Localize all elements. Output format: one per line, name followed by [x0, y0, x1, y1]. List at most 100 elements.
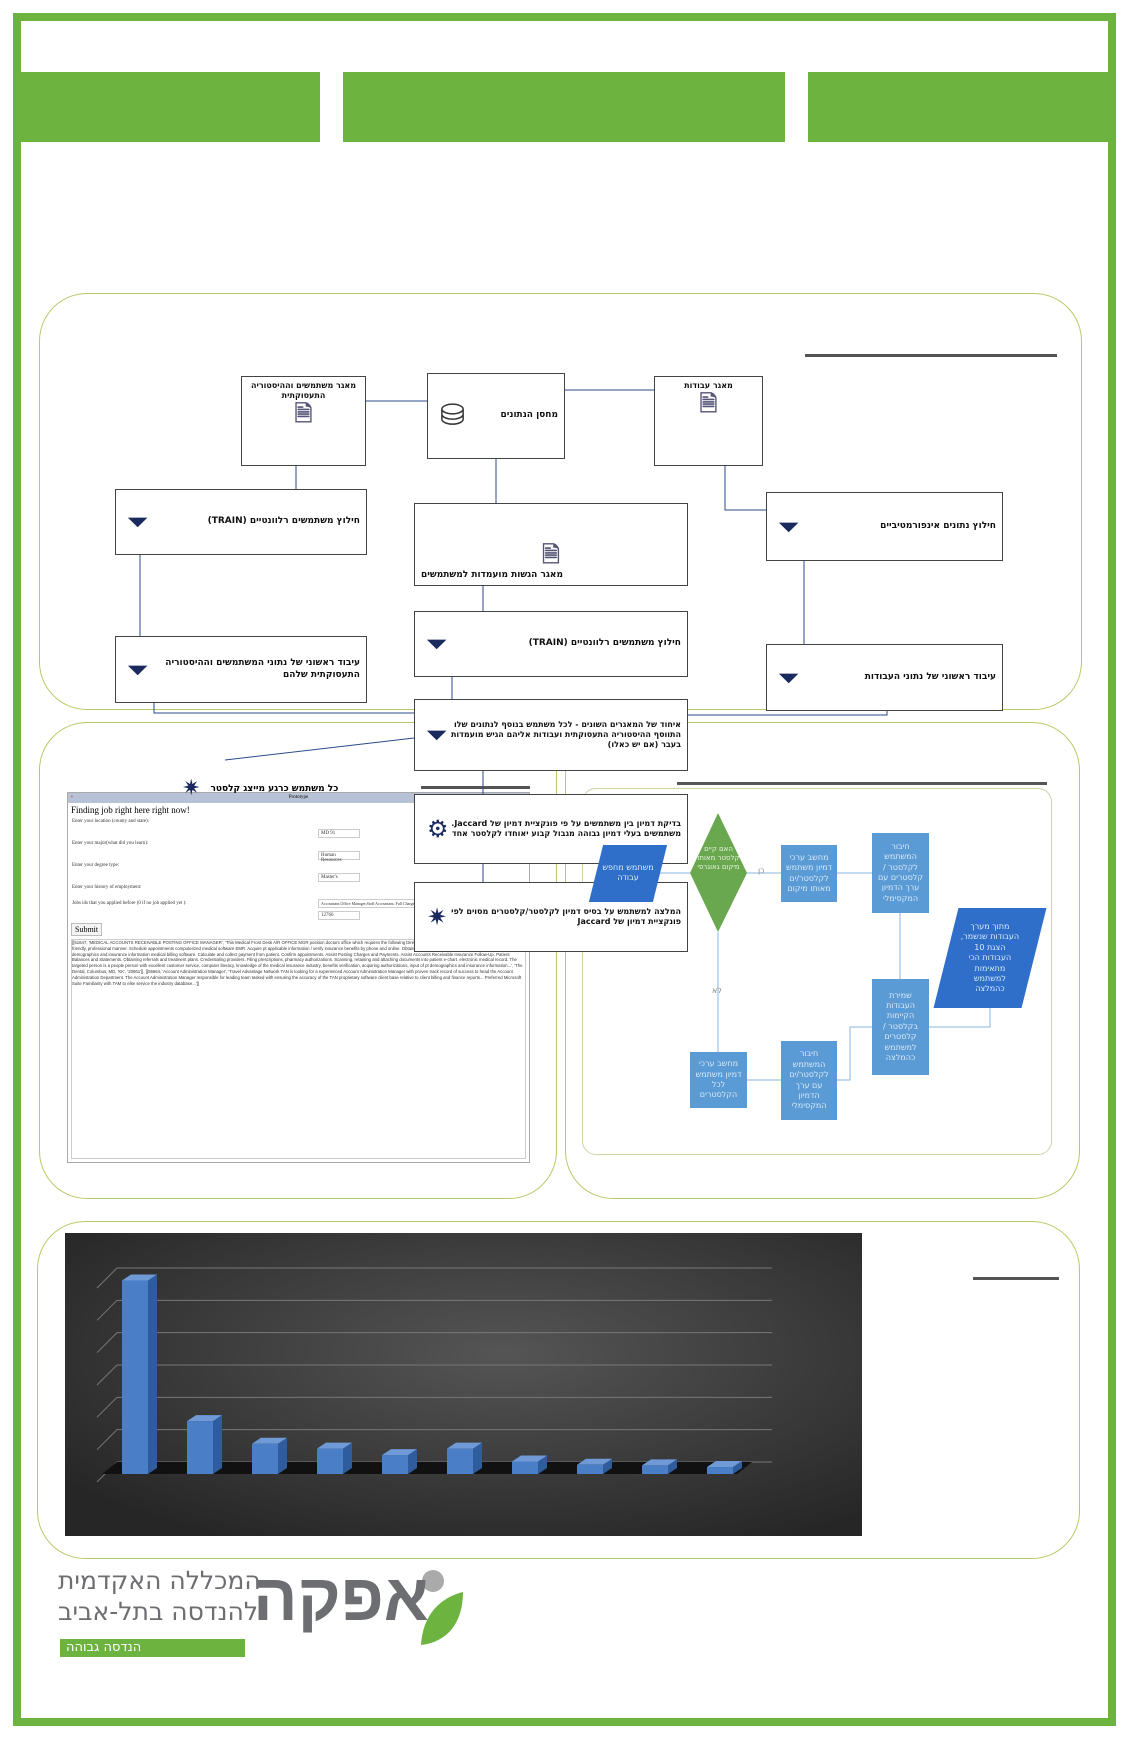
- leaf-logo-icon: [421, 1570, 463, 1645]
- logo-line2: להנדסה בתל-אביב: [58, 1597, 259, 1626]
- bar-top: [577, 1458, 612, 1465]
- bar-5: [382, 1455, 408, 1474]
- submit-button[interactable]: Submit: [71, 923, 103, 936]
- submissions-repo-box: 🗎מאגר הגשות מועמדות למשתמשים: [414, 503, 688, 586]
- data-warehouse-label: מחסן הנתונים: [500, 410, 558, 421]
- results-textarea[interactable]: [[51647, 'MEDICAL ACCOUNTS RECEIVABLE PO…: [71, 939, 526, 1159]
- funnel-icon: ⏷: [427, 630, 447, 658]
- bar-2: [187, 1421, 213, 1474]
- jobs-repo-box: מאגר עבודות 🗎: [654, 376, 763, 466]
- cluster-note-label: כל משתמש כרגע מייצג קלסטר: [210, 783, 339, 794]
- gridline: [96, 1429, 772, 1451]
- extract-info-box: חילוץ נתונים אינפורמטיביים⏷: [766, 492, 1003, 561]
- bar-side: [408, 1449, 417, 1474]
- no-label: לא: [712, 986, 722, 995]
- gridline: [96, 1299, 772, 1321]
- user-search-label: משתמש מחפש עבודה: [602, 863, 654, 883]
- funnel-icon: ⏷: [128, 655, 148, 684]
- decision-label: האם קיים קלסטר מאותו מיקום גאוגרפי: [697, 845, 740, 872]
- bar-top: [707, 1461, 742, 1468]
- funnel-icon: ⏷: [128, 508, 148, 536]
- location-input[interactable]: MD 91: [318, 829, 360, 838]
- header-bar-right: [808, 72, 1109, 142]
- app-icon: ▪: [71, 795, 73, 800]
- yes-label: כן: [758, 866, 765, 875]
- major-input[interactable]: Human Resources: [318, 851, 360, 863]
- magic-wand-icon: ✷: [182, 776, 201, 801]
- job-ids-input[interactable]: 12766: [318, 911, 360, 920]
- bar-9: [642, 1465, 668, 1474]
- header-bar-left: [20, 72, 320, 142]
- database-icon: ⛁: [440, 398, 466, 434]
- cluster-note: ✷ כל משתמש כרגע מייצג קלסטר: [182, 776, 397, 801]
- preprocess-jobs-box: עיבוד ראשוני של נתוני העבודות ⏷: [766, 644, 1003, 711]
- degree-label: Enter your degree type:: [72, 863, 120, 868]
- attach-cluster-all-box: חיבור המשתמש לקלסטר/ים עם ערך הדמיון המק…: [781, 1041, 837, 1120]
- funnel-icon: ⏷: [427, 721, 447, 749]
- bar-chart: [65, 1233, 862, 1536]
- bar-side: [538, 1455, 547, 1474]
- job-ids-label: Jobs ids that you applied before (0 if n…: [72, 901, 187, 906]
- degree-input[interactable]: Master's: [318, 873, 360, 882]
- output-label: מתוך מערך העבודות שנשמר, הצגת 10 העבודות…: [960, 921, 1020, 993]
- gridline: [96, 1267, 772, 1289]
- bar-side: [733, 1461, 742, 1474]
- bar-top: [512, 1455, 547, 1462]
- bar-top: [252, 1437, 287, 1444]
- users-repo-label: מאגר משתמשים וההיסטוריה התעסוקתית: [250, 381, 357, 400]
- documents-icon: 🗎: [542, 543, 560, 569]
- bar-1: [122, 1280, 148, 1474]
- preprocess-users-box: עיבוד ראשוני של נתוני המשתמשים וההיסטורי…: [115, 636, 367, 703]
- bar-top: [447, 1442, 482, 1449]
- magic-wand-icon: ✷: [427, 903, 448, 931]
- bar-top: [382, 1449, 417, 1456]
- bar-3: [252, 1443, 278, 1474]
- bar-side: [343, 1442, 352, 1474]
- logo-tag: הנדסה גבוהה: [60, 1639, 245, 1657]
- jobs-repo-label: מאגר עבודות: [684, 381, 733, 390]
- bar-top: [122, 1274, 157, 1281]
- data-warehouse-box: מחסן הנתונים ⛁: [427, 373, 565, 459]
- funnel-icon: ⏷: [779, 663, 799, 692]
- filter-users-train-box: חילוץ משתמשים רלוונטיים (TRAIN) ⏷: [115, 489, 367, 555]
- merge-label: איחוד של המאגרים השונים - לכל משתמש בנוס…: [450, 720, 681, 749]
- bar-4: [317, 1448, 343, 1474]
- preprocess-jobs-label: עיבוד ראשוני של נתוני העבודות: [864, 671, 996, 682]
- bar-6: [447, 1448, 473, 1474]
- window-titlebar: ▪ Prototype: [68, 793, 529, 803]
- bar-7: [512, 1461, 538, 1474]
- bar-side: [213, 1415, 222, 1474]
- poster-frame: [13, 13, 1116, 1726]
- window-title: Prototype: [288, 795, 309, 800]
- filter-users-train-label: חילוץ משתמשים רלוונטיים (TRAIN): [207, 516, 360, 527]
- documents-icon: 🗎: [699, 392, 718, 417]
- bar-10: [707, 1467, 733, 1474]
- bar-8: [577, 1464, 603, 1474]
- section-title-line: [677, 782, 1047, 785]
- bar-side: [668, 1459, 677, 1474]
- flow-frame: [582, 788, 1052, 1155]
- recommend-label: המלצה למשתמש על בסיס דמיון לקלסטר/קלסטרי…: [451, 907, 681, 926]
- gridline: [96, 1364, 772, 1386]
- logo-brand: אפקה: [253, 1560, 429, 1634]
- page-heading: Finding job right here right now!: [71, 805, 190, 815]
- preprocess-users-label: עיבוד ראשוני של נתוני המשתמשים וההיסטורי…: [165, 658, 360, 680]
- section-title-line: [973, 1277, 1059, 1280]
- calc-all-box: מחשב ערכי דמיון משתמש לכל הקלסטרים: [690, 1052, 747, 1108]
- logo-line1: המכללה האקדמית: [58, 1566, 261, 1595]
- section-title-line: [421, 786, 530, 789]
- chart-background: [65, 1233, 862, 1536]
- major-label: Enter your major(what did you learn):: [72, 841, 149, 846]
- prototype-window: ▪ Prototype Finding job right here right …: [67, 792, 530, 1163]
- bar-side: [278, 1437, 287, 1474]
- attach-cluster-box: חיבור המשתמש לקלסטר / קלסטרים עם ערך הדמ…: [872, 833, 929, 913]
- bar-side: [148, 1274, 157, 1474]
- filter-users-train-center-box: חילוץ משתמשים רלוונטיים (TRAIN) ⏷: [414, 611, 688, 677]
- bar-top: [317, 1442, 352, 1449]
- bar-side: [473, 1442, 482, 1474]
- filter-users-train-center-label: חילוץ משתמשים רלוונטיים (TRAIN): [528, 638, 681, 649]
- funnel-icon: ⏷: [779, 512, 799, 541]
- merge-box: איחוד של המאגרים השונים - לכל משתמש בנוס…: [414, 699, 688, 771]
